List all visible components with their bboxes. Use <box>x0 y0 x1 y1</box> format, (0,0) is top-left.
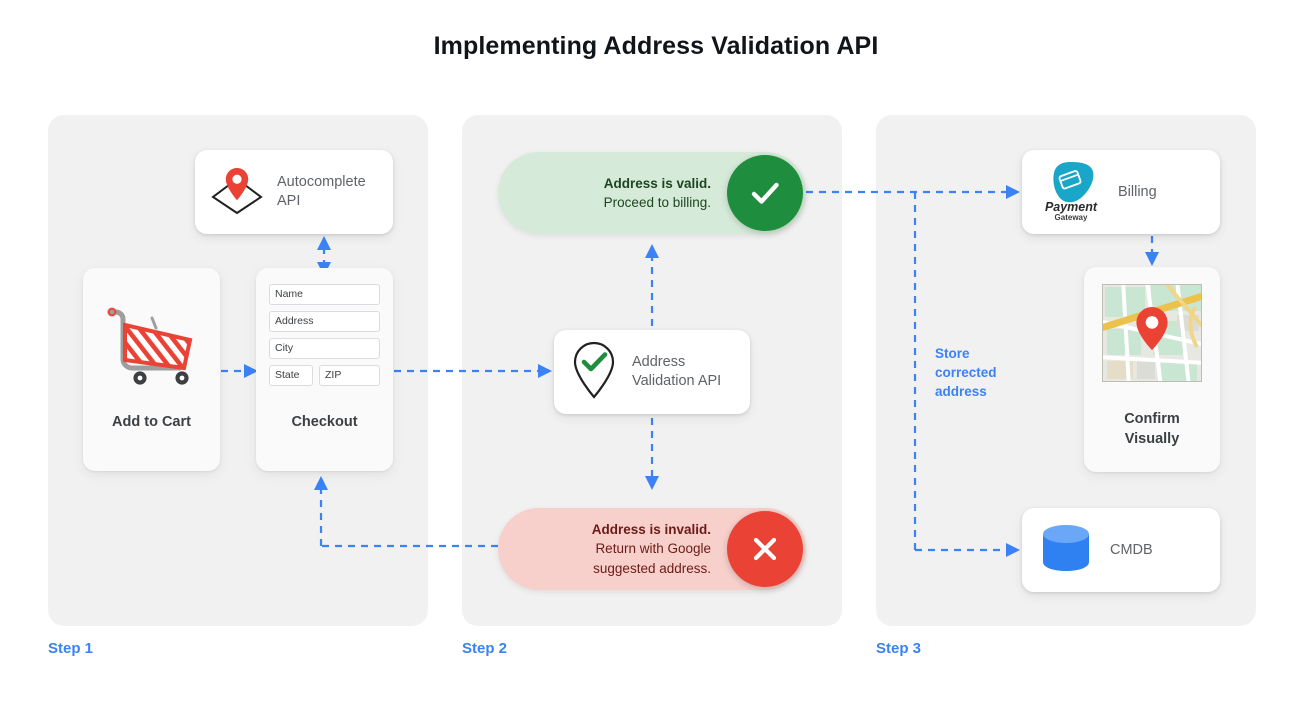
svg-text:Gateway: Gateway <box>1055 213 1088 222</box>
add-to-cart-card[interactable]: Add to Cart <box>83 268 220 471</box>
billing-card[interactable]: Payment Gateway Billing <box>1022 150 1220 234</box>
add-to-cart-label: Add to Cart <box>112 414 191 430</box>
name-field[interactable]: Name <box>269 284 380 305</box>
step-1-label: Step 1 <box>48 640 94 657</box>
pin-check-icon <box>568 339 620 406</box>
step-2-label: Step 2 <box>462 640 508 657</box>
city-field[interactable]: City <box>269 338 380 359</box>
billing-label: Billing <box>1118 184 1157 200</box>
payment-gateway-logo: Payment Gateway <box>1034 157 1108 228</box>
map-pin-diamond-icon <box>209 163 265 222</box>
map-thumbnail <box>1102 284 1202 382</box>
address-invalid-subline-1: Return with Google <box>595 541 711 557</box>
address-valid-text: Address is valid. Proceed to billing. <box>498 174 727 212</box>
address-valid-subline: Proceed to billing. <box>603 195 711 210</box>
step-3-label: Step 3 <box>876 640 922 657</box>
cmdb-label: CMDB <box>1110 542 1153 558</box>
address-invalid-pill[interactable]: Address is invalid. Return with Google s… <box>498 508 806 590</box>
check-icon <box>727 155 803 231</box>
address-valid-pill[interactable]: Address is valid. Proceed to billing. <box>498 152 806 234</box>
state-zip-row: State ZIP <box>269 365 380 392</box>
checkout-card[interactable]: Name Address City State ZIP Checkout <box>256 268 393 471</box>
address-invalid-text: Address is invalid. Return with Google s… <box>498 520 727 577</box>
shopping-cart-icon <box>83 290 220 402</box>
checkout-form: Name Address City State ZIP <box>269 284 380 392</box>
address-valid-headline: Address is valid. <box>603 175 711 191</box>
address-invalid-headline: Address is invalid. <box>591 522 711 538</box>
zip-field[interactable]: ZIP <box>319 365 380 386</box>
store-corrected-address-note: Store corrected address <box>935 346 997 400</box>
checkout-label: Checkout <box>291 414 358 430</box>
page-title: Implementing Address Validation API <box>433 32 879 60</box>
database-icon <box>1038 521 1094 580</box>
address-field[interactable]: Address <box>269 311 380 332</box>
close-icon <box>727 511 803 587</box>
address-invalid-subline-2: suggested address. <box>593 560 711 576</box>
cmdb-card[interactable]: CMDB <box>1022 508 1220 592</box>
svg-text:Payment: Payment <box>1045 200 1098 214</box>
state-field[interactable]: State <box>269 365 313 386</box>
